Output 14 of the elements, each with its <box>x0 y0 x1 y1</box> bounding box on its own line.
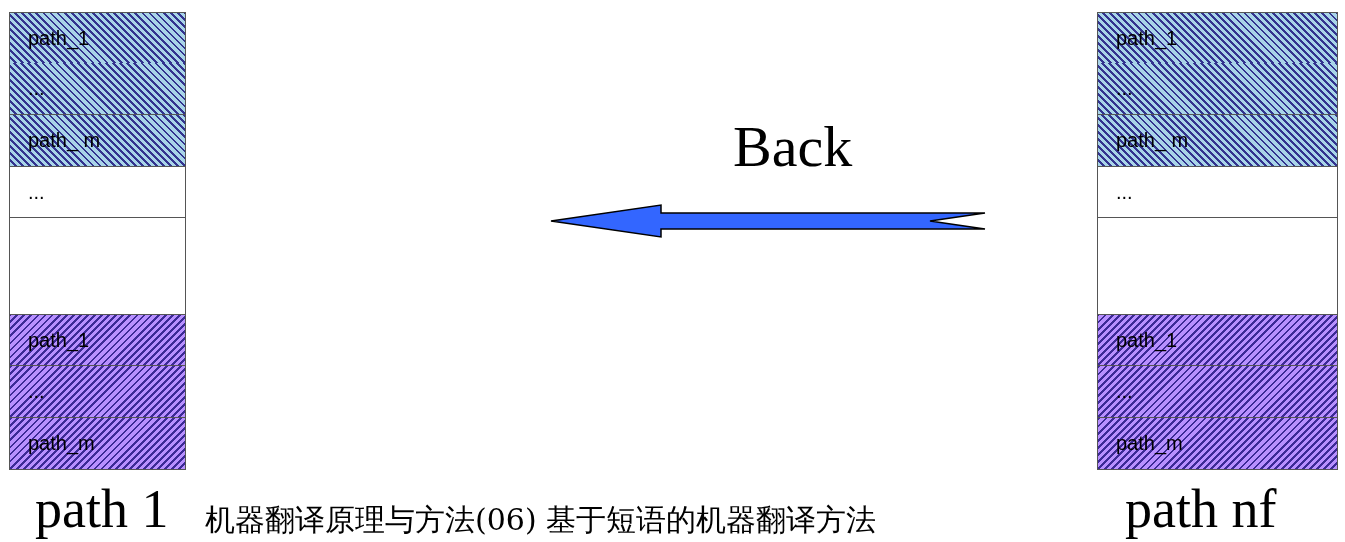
path-cell: path_1 <box>1097 315 1338 366</box>
empty-cell <box>1097 218 1338 315</box>
path-cell: ... <box>9 167 186 218</box>
path-cell: ... <box>9 63 186 115</box>
path-cell: ... <box>1097 63 1338 115</box>
footer-caption: 机器翻译原理与方法(06) 基于短语的机器翻译方法 <box>205 505 877 535</box>
arrow-label: Back <box>733 118 853 176</box>
path-cell: path_1 <box>9 315 186 366</box>
path-cell: ... <box>1097 366 1338 418</box>
empty-cell <box>9 218 186 315</box>
path-cell: path_m <box>9 418 186 470</box>
path-cell: ... <box>9 366 186 418</box>
path-cell: path_m <box>1097 418 1338 470</box>
path-cell: ... <box>1097 167 1338 218</box>
